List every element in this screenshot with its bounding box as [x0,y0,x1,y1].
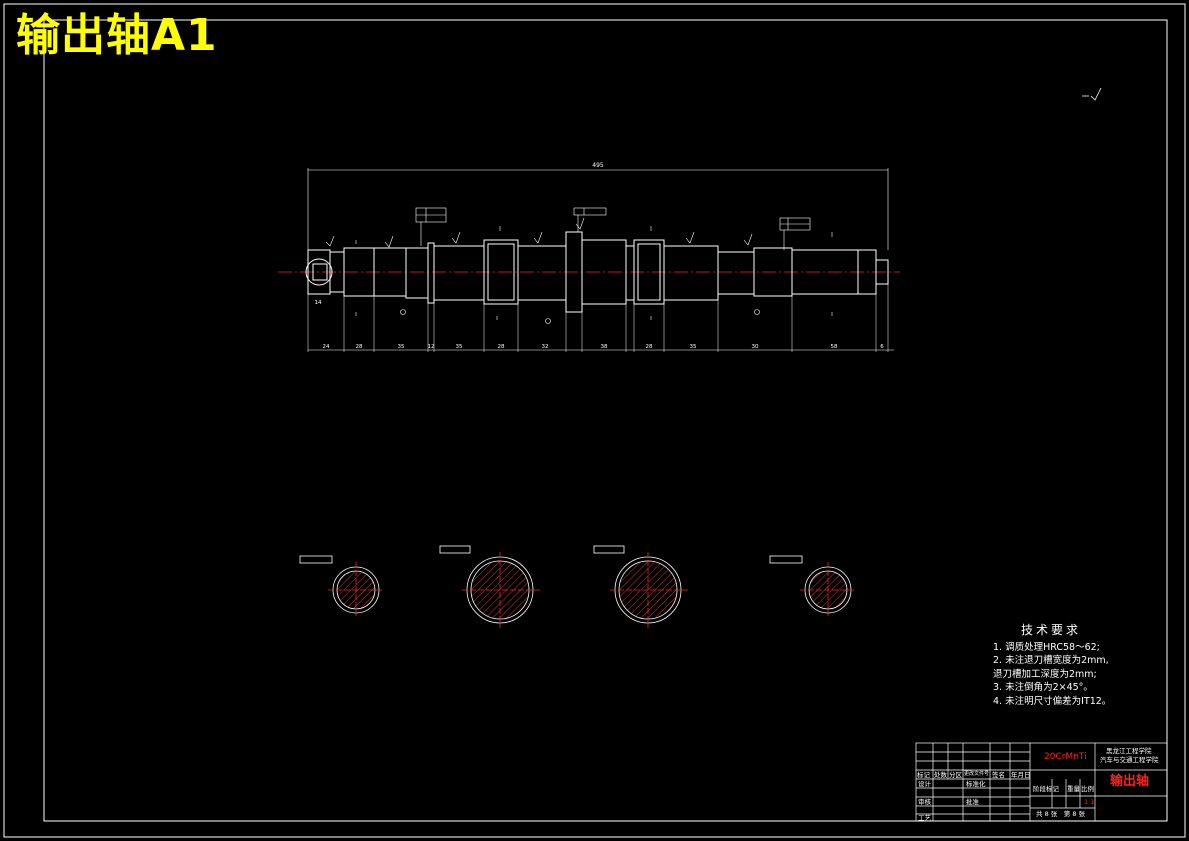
tech-item-1: 1. 调质处理HRC58～62; [993,641,1100,653]
dim-seg-11: 30 [752,344,759,350]
dim-seg-10: 35 [690,344,697,350]
overall-dimension-text: 495 [592,162,604,169]
roughness-symbol-general [1082,87,1102,101]
dim-seg-8: 38 [601,344,608,350]
section-view-4 [769,555,856,618]
tb-part-name: 输出轴 [1110,774,1150,789]
section-view-1 [299,555,384,618]
dim-seg-13: 6 [880,344,884,350]
tb-review: 审核 [918,798,931,806]
dim-seg-6: 28 [498,344,505,350]
tb-design: 设计 [918,780,931,788]
tech-item-2: 2. 未注退刀槽宽度为2mm, [993,655,1109,666]
shaft-outline [305,231,889,313]
tb-standardization: 标准化 [966,780,986,788]
tb-scale-label: 比例 [1081,785,1094,793]
section-markers [355,226,833,324]
tb-mark: 标记 [917,771,930,779]
tech-heading: 技术要求 [1021,623,1082,637]
tb-zone: 分区 [949,771,962,779]
tb-approve: 批准 [966,798,979,806]
dim-seg-9: 28 [646,344,653,350]
inner-frame [43,19,1168,822]
tb-date: 年月日 [1011,771,1031,779]
section-view-3 [593,545,688,628]
technical-requirements: 技术要求 1. 调质处理HRC58～62; 2. 未注退刀槽宽度为2mm, 退刀… [993,623,1112,708]
dim-seg-7: 32 [542,344,549,350]
drawing-title: 输出轴A1 [16,10,218,61]
roughness-symbols [325,217,753,248]
section-view-2 [439,545,540,628]
outer-frame [3,3,1186,838]
bottom-dimension-labels: 24 28 35 12 35 28 32 38 28 35 30 58 6 14 [315,300,885,350]
overall-dimension [307,168,889,250]
tb-stage-mark: 阶段标记 [1033,785,1059,793]
tb-signature: 签名 [992,771,1005,779]
dim-seg-2: 28 [356,344,363,350]
tb-process: 工艺 [918,814,931,822]
tech-item-3: 退刀槽加工深度为2mm; [993,668,1097,680]
title-block [915,742,1168,822]
tb-scale: 1:1 [1084,798,1095,806]
dim-seg-1: 24 [323,344,330,350]
dim-seg-5: 35 [456,344,463,350]
tb-sheets: 共 8 张 第 8 张 [1036,810,1086,818]
tb-weight: 重量 [1067,785,1080,793]
dim-seg-4: 12 [428,344,435,350]
tech-item-5: 4. 未注明尺寸偏差为IT12。 [993,695,1112,707]
tb-org-2: 汽车与交通工程学院 [1100,756,1159,764]
tb-org-1: 黑龙江工程学院 [1106,747,1152,755]
tb-change-doc: 更改文件号 [964,771,990,777]
tb-count: 处数 [934,771,947,779]
dim-end-small: 14 [315,300,322,306]
tolerance-frames [415,207,811,250]
dim-seg-12: 58 [831,344,838,350]
tb-material: 20CrMnTi [1044,752,1087,762]
dim-seg-3: 35 [398,344,405,350]
bottom-dimension-chain [307,284,894,352]
tech-item-4: 3. 未注倒角为2×45°。 [993,682,1093,693]
